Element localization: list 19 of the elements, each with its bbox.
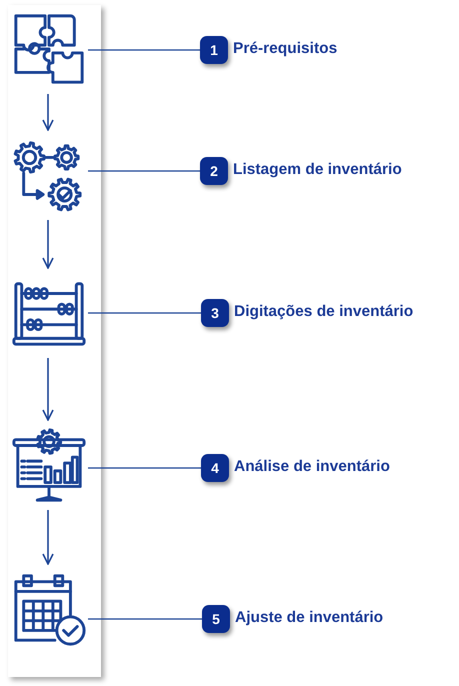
step-label: Análise de inventário xyxy=(234,458,390,476)
step-label: Digitações de inventário xyxy=(234,303,414,321)
leader-line xyxy=(88,170,200,172)
leader-line xyxy=(88,312,201,314)
step-label: Listagem de inventário xyxy=(233,161,402,179)
step-label: Ajuste de inventário xyxy=(235,609,384,627)
flow-arrow xyxy=(42,220,54,269)
step-label: Pré-requisitos xyxy=(233,40,338,58)
flow-arrow xyxy=(42,94,54,131)
leader-line xyxy=(88,49,200,51)
flow-arrow xyxy=(42,358,54,421)
leader-line xyxy=(88,467,201,469)
step-number-badge: 2 xyxy=(200,157,228,185)
step-number-badge: 4 xyxy=(201,454,229,482)
step-number-badge: 3 xyxy=(201,299,229,327)
step-number-badge: 5 xyxy=(202,605,230,633)
step-number-badge: 1 xyxy=(200,36,228,64)
flow-arrow xyxy=(42,510,54,565)
leader-line xyxy=(88,618,202,620)
